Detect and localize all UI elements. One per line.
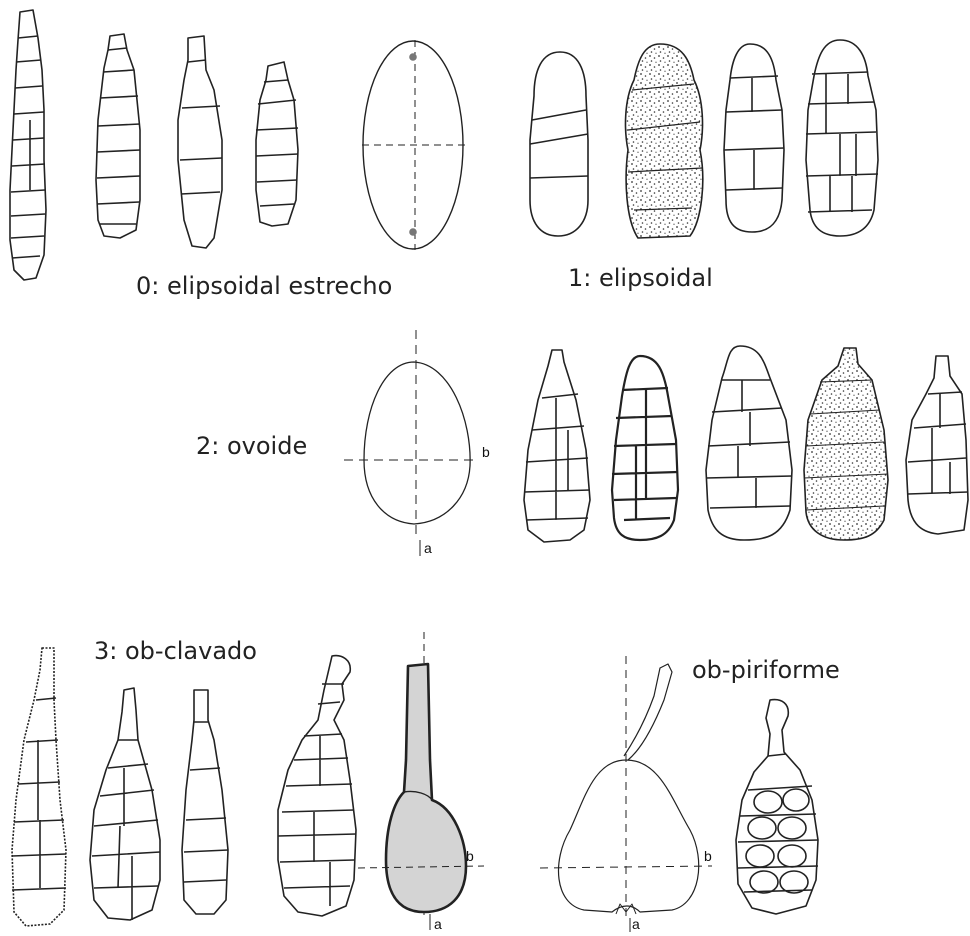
axis-letter-clava-a: a bbox=[434, 916, 442, 932]
spore-obclavate-2 bbox=[90, 688, 160, 920]
axis-letter-pear-b: b bbox=[704, 848, 712, 864]
axis-letter-ovoid-b: b bbox=[482, 444, 490, 460]
spore-ovoid-1 bbox=[524, 350, 590, 542]
label-ellipsoidal: 1: elipsoidal bbox=[568, 264, 713, 292]
spore-ovoid-3 bbox=[706, 346, 792, 540]
spore-narrow-2 bbox=[96, 34, 140, 238]
spore-narrow-4 bbox=[256, 62, 298, 226]
spore-ovoid-2 bbox=[612, 356, 678, 540]
focus-dot-top bbox=[409, 53, 417, 61]
spore-narrow-1 bbox=[10, 10, 46, 280]
ovoid-schematic bbox=[344, 330, 478, 556]
spore-ovoid-5 bbox=[906, 356, 968, 534]
spore-ellipsoid-1 bbox=[530, 52, 588, 236]
pear-schematic bbox=[540, 656, 712, 932]
spore-obpyriform bbox=[736, 700, 818, 914]
label-obclavate: 3: ob-clavado bbox=[94, 637, 257, 665]
clava-schematic bbox=[358, 632, 484, 930]
spore-obclavate-1 bbox=[12, 648, 66, 926]
ellipse-schematic bbox=[362, 40, 466, 250]
spore-ellipsoid-4 bbox=[806, 40, 878, 236]
spore-ellipsoid-3 bbox=[724, 44, 784, 232]
focus-dot-bottom bbox=[409, 228, 417, 236]
label-ovoid: 2: ovoide bbox=[196, 432, 307, 460]
label-narrow-ellipsoidal: 0: elipsoidal estrecho bbox=[136, 272, 392, 300]
spore-ovoid-4-stippled bbox=[804, 348, 888, 540]
label-obpyriform: ob-piriforme bbox=[692, 656, 840, 684]
axis-letter-clava-b: b bbox=[466, 848, 474, 864]
spore-narrow-3 bbox=[178, 36, 222, 248]
axis-letter-pear-a: a bbox=[632, 916, 640, 932]
spore-ellipsoid-2-stippled bbox=[626, 44, 703, 238]
axis-letter-ovoid-a: a bbox=[424, 540, 432, 556]
spore-obclavate-3 bbox=[182, 690, 228, 914]
spore-obclavate-4 bbox=[278, 656, 356, 916]
